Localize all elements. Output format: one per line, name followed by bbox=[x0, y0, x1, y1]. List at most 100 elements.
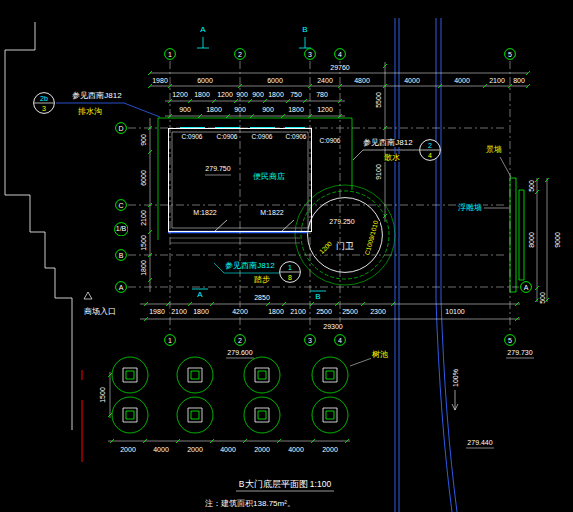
annotation-text: C:0906 bbox=[285, 134, 308, 141]
dimension-tick bbox=[238, 84, 242, 88]
entry-arrow bbox=[84, 292, 92, 299]
area-note: 注：建筑面积138.75m²。 bbox=[204, 500, 296, 508]
dimension-tick bbox=[263, 99, 267, 103]
axis-bubble: 1/B bbox=[114, 222, 129, 237]
node-text: 4 bbox=[338, 337, 342, 344]
annotation-text: 1500 bbox=[99, 386, 106, 404]
tree-pit bbox=[258, 411, 266, 419]
drawing-title: B大门底层平面图 1:100 bbox=[238, 480, 332, 489]
tree-canopy bbox=[112, 357, 148, 393]
dimension-tick bbox=[383, 126, 387, 130]
tree-pit bbox=[255, 408, 269, 422]
dimension-tick bbox=[361, 302, 365, 306]
leader-line bbox=[214, 263, 279, 273]
door-swing bbox=[215, 220, 294, 231]
annotation-text: 29760 bbox=[329, 64, 350, 71]
callout-divider bbox=[280, 272, 300, 273]
dimension-tick bbox=[248, 99, 252, 103]
annotation-text: 2500 bbox=[341, 308, 359, 315]
node-circle bbox=[280, 262, 301, 283]
axis-line bbox=[510, 61, 511, 333]
dimension-tick bbox=[148, 150, 152, 154]
annotation-text: 2100 bbox=[289, 308, 307, 315]
relief-wall bbox=[519, 190, 524, 280]
dimension-tick bbox=[250, 114, 254, 118]
road-edge bbox=[441, 18, 457, 512]
annotation-text: C1009/1010 bbox=[364, 219, 380, 257]
node-text: 4 bbox=[338, 51, 342, 58]
elevation-line bbox=[205, 175, 534, 448]
callout-divider bbox=[420, 150, 440, 151]
dimension-tick bbox=[391, 302, 395, 306]
annotation-text: 1980 bbox=[148, 308, 166, 315]
annotation-text: 2100 bbox=[140, 209, 147, 227]
annotation-text: 780 bbox=[315, 91, 329, 98]
tree-pit bbox=[323, 408, 337, 422]
axis-bubble: 3 bbox=[304, 48, 316, 60]
dimension-tick bbox=[148, 203, 152, 207]
node-text: C bbox=[118, 202, 123, 209]
node-text: A bbox=[524, 284, 529, 291]
road-edge bbox=[436, 18, 452, 512]
tree-canopy bbox=[177, 397, 213, 433]
annotation-text: 2000 bbox=[321, 446, 339, 453]
annotation-text: 500 bbox=[528, 179, 535, 193]
node-text: 门卫 bbox=[336, 242, 354, 251]
tree-canopy bbox=[244, 397, 280, 433]
leader-line bbox=[484, 208, 509, 209]
dimension-tick bbox=[210, 439, 214, 443]
axis-bubble: 5 bbox=[504, 48, 516, 60]
annotation-text: 100% bbox=[452, 368, 459, 388]
annotation-text: 参见西南J812 bbox=[362, 139, 413, 147]
dimension-tick bbox=[212, 99, 216, 103]
dimension-tick bbox=[166, 302, 170, 306]
leader-line bbox=[56, 103, 160, 117]
dimension-tick bbox=[535, 286, 539, 290]
annotation-text: 2000 bbox=[186, 446, 204, 453]
step-line bbox=[170, 238, 300, 243]
annotation-text: B bbox=[301, 26, 308, 34]
annotation-text: 4200 bbox=[231, 308, 249, 315]
annotation-text: 900 bbox=[261, 106, 275, 113]
dimension-tick bbox=[526, 71, 530, 75]
dimension-tick bbox=[338, 99, 342, 103]
dimension-tick bbox=[148, 71, 152, 75]
annotation-text: C:0906 bbox=[319, 138, 342, 145]
annotation-text: 900 bbox=[140, 133, 147, 147]
dimension-tick bbox=[515, 302, 519, 306]
dimension-tick bbox=[303, 99, 307, 103]
tree-canopy bbox=[312, 397, 348, 433]
tree-pit bbox=[326, 371, 334, 379]
annotation-text: 浮雕墙 bbox=[457, 204, 483, 212]
node-circle bbox=[114, 222, 127, 235]
annotation-text: 2300 bbox=[369, 308, 387, 315]
annotation-text: 4000 bbox=[287, 446, 305, 453]
annotation-text: M:1822 bbox=[259, 209, 284, 216]
apron-line bbox=[158, 118, 352, 240]
annotation-text: 1800 bbox=[267, 308, 285, 315]
annotation-text: 1800 bbox=[140, 259, 147, 277]
room: 便民商店 bbox=[168, 128, 312, 232]
annotation-text: 2850 bbox=[253, 294, 271, 301]
node-text: 8 bbox=[288, 274, 292, 281]
annotation-text: 参见西南J812 bbox=[224, 262, 275, 270]
tree-canopy bbox=[112, 397, 148, 433]
annotation-text: 750 bbox=[289, 91, 303, 98]
annotation-text: B bbox=[314, 293, 321, 301]
dimension-tick bbox=[176, 439, 180, 443]
node-circle bbox=[521, 282, 532, 293]
dimension-tick bbox=[277, 439, 281, 443]
node-text: B bbox=[119, 252, 124, 259]
annotation-text: 1500 bbox=[140, 234, 147, 252]
dimension-tick bbox=[143, 439, 147, 443]
annotation-text: C:0906 bbox=[251, 134, 274, 141]
dimension-tick bbox=[383, 64, 387, 68]
road-edge bbox=[395, 18, 396, 512]
dimension-tick bbox=[266, 302, 270, 306]
axis-bubble: 4 bbox=[334, 48, 346, 60]
annotation-text: 2100 bbox=[488, 77, 506, 84]
dimension-tick bbox=[515, 317, 519, 321]
annotation-text: 5500 bbox=[375, 91, 382, 109]
annotation-text: 2500 bbox=[315, 308, 333, 315]
node-circle bbox=[165, 335, 176, 346]
